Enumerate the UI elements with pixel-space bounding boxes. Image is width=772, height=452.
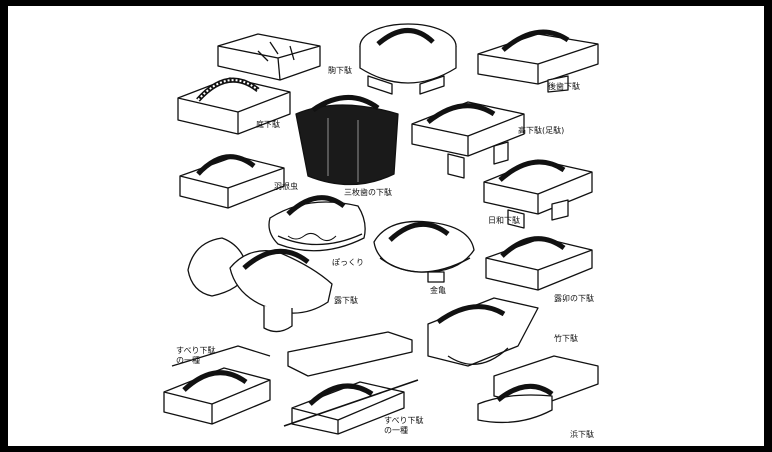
geta-haneboshi: [179, 154, 285, 209]
label-ro-no-geta: 露卯の下駄: [554, 294, 594, 303]
label-rogeta: 露下駄: [334, 296, 358, 305]
geta-komageta: [359, 23, 457, 95]
label-hiyori: 日和下駄: [488, 216, 520, 225]
geta-rogeta: [187, 237, 333, 333]
label-komageta: 駒下駄: [328, 66, 352, 75]
geta-suberi-1: [163, 345, 271, 425]
label-takegeta: 竹下駄: [554, 334, 578, 343]
geta-pokkuri: [268, 195, 366, 252]
label-sanmaiba: 三枚歯の下駄: [344, 188, 392, 197]
illustration-panel: 駒下駄 後歯下駄 庭下駄 高下駄(足駄) 羽根虫 三枚歯の下駄 日和下駄 ぽっく…: [8, 6, 764, 446]
geta-sanmaiba: [295, 95, 399, 186]
label-kinkame: 金亀: [430, 286, 446, 295]
geta-hamageta: [477, 355, 599, 424]
label-hamageta: 浜下駄: [570, 430, 594, 439]
geta-ro-no-geta: [485, 236, 593, 291]
label-suberi-2: すべり下駄 の一種: [384, 416, 424, 435]
geta-niwageta-back: [217, 33, 321, 81]
label-ushiroba: 後歯下駄: [548, 82, 580, 91]
label-niwageta: 庭下駄: [256, 120, 280, 129]
geta-hiyori: [483, 159, 593, 229]
label-haneboshi: 羽根虫: [274, 182, 298, 191]
geta-niwageta: [177, 77, 291, 135]
geta-illustration: [163, 23, 599, 435]
label-pokkuri: ぽっくり: [332, 258, 364, 267]
geta-kinkame: [373, 220, 475, 283]
label-suberi-1: すべり下駄 の一種: [176, 346, 216, 365]
geta-takegeta: [427, 297, 539, 367]
geta-ushiroba: [477, 29, 599, 93]
label-takageta: 高下駄(足駄): [518, 126, 565, 135]
geta-takageta: [411, 101, 525, 179]
geta-suberi-2: [283, 331, 419, 435]
